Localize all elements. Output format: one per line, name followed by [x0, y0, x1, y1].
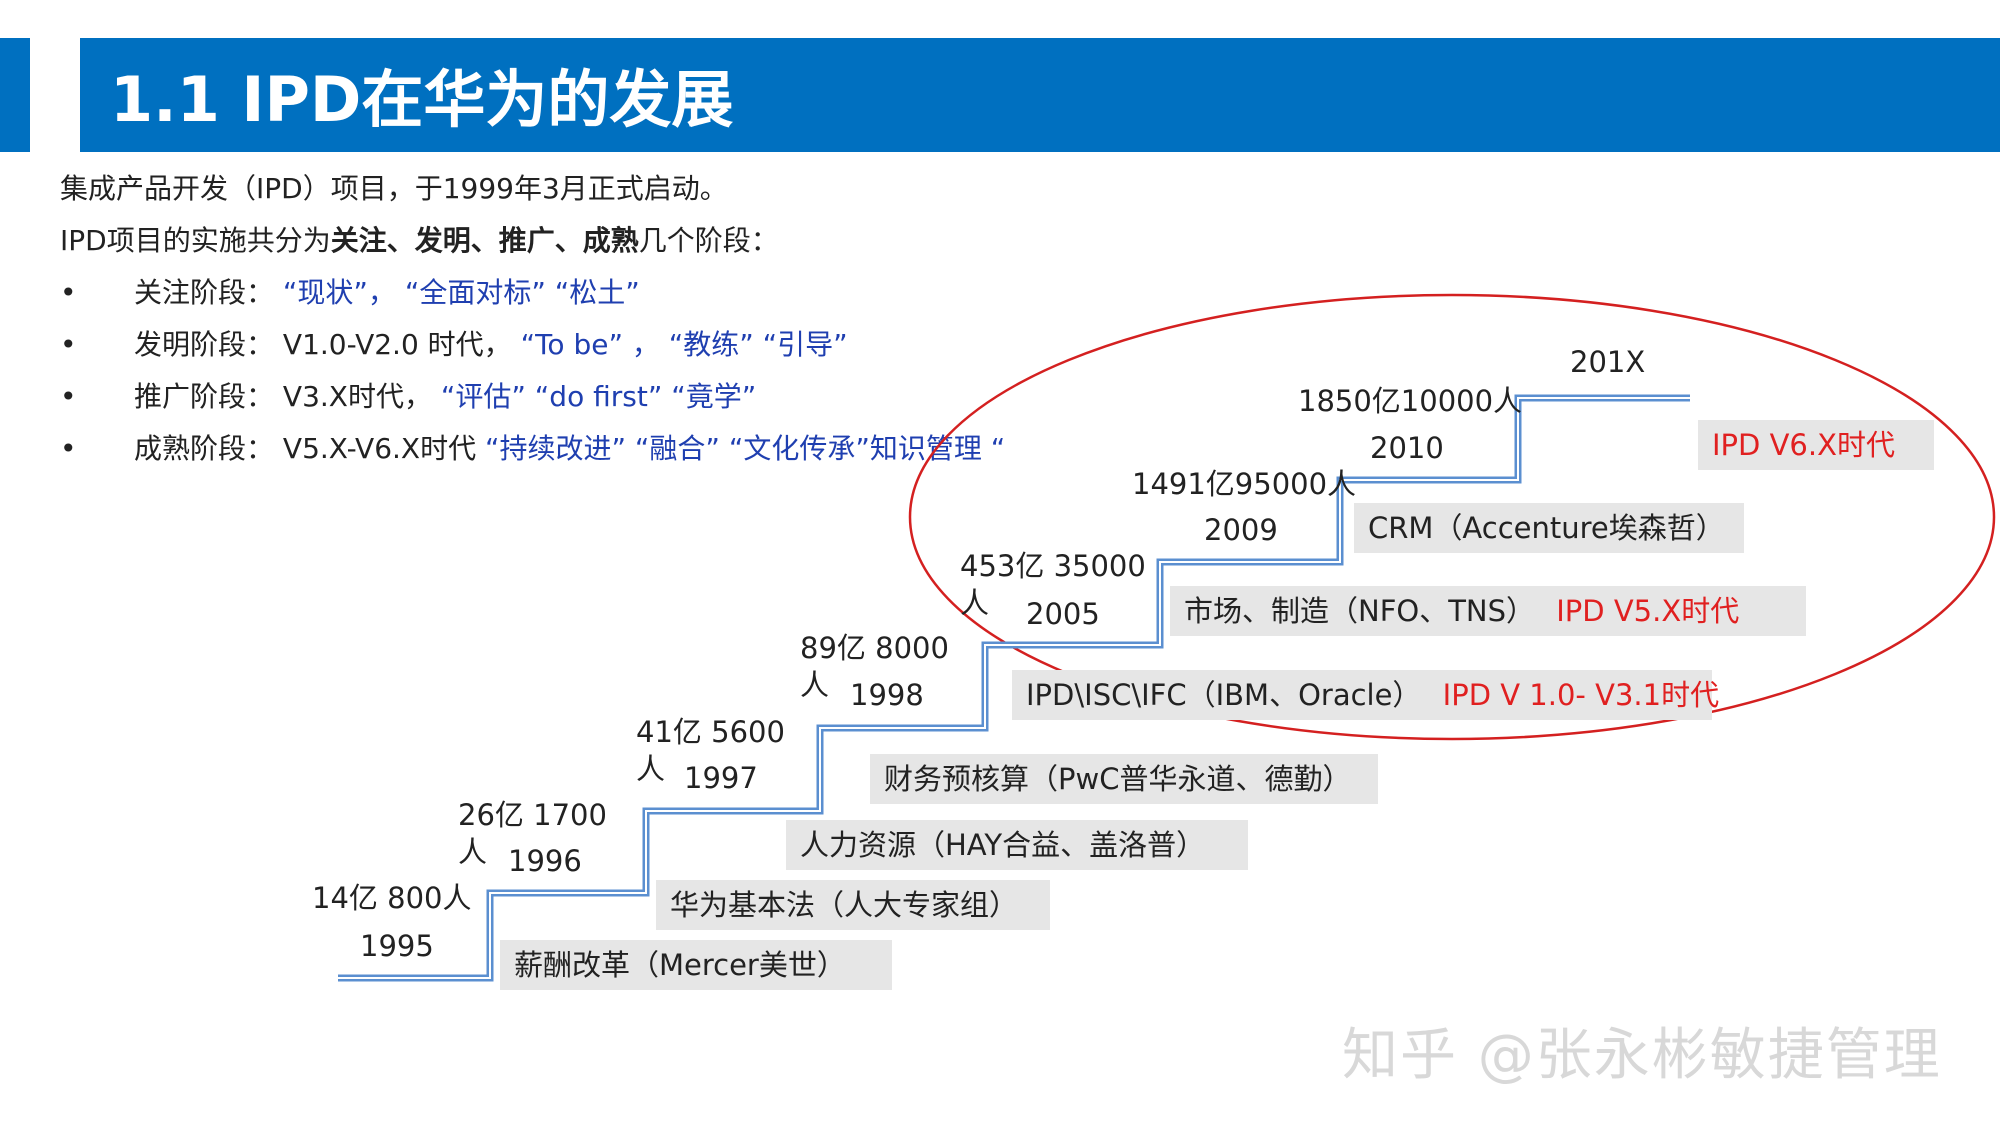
intro-bold-stages: 关注、发明、推广、成熟 [330, 224, 639, 257]
milestone-year: 1998 [850, 678, 924, 712]
milestone-stats: 1850亿10000人 [1298, 384, 1523, 418]
stage-version: V5.X-V6.X时代 [282, 432, 477, 465]
milestone-stats: 41亿 5600 [636, 715, 785, 749]
initiative-box: CRM（Accenture埃森哲） [1354, 503, 1744, 553]
initiative-text: 市场、制造（NFO、TNS） [1184, 594, 1536, 628]
milestone-stats: 14亿 800人 [312, 881, 472, 915]
milestone-stats: 89亿 8000 [800, 631, 949, 665]
stage-keywords: “To be” ， “教练” “引导” [520, 328, 848, 361]
initiative-box: 华为基本法（人大专家组） [656, 880, 1050, 930]
milestone-year: 2010 [1370, 431, 1444, 465]
watermark-text: 知乎 @张永彬敏捷管理 [1342, 1023, 1942, 1088]
milestone-person: 人 [636, 752, 666, 786]
stage-name: 关注阶段： [134, 276, 275, 309]
milestone-person: 人 [960, 586, 990, 620]
milestone-year: 1995 [360, 929, 434, 963]
initiative-text: CRM（Accenture埃森哲） [1368, 511, 1725, 545]
milestone-stats: 453亿 35000 [960, 549, 1146, 583]
initiative-text: 华为基本法（人大专家组） [670, 888, 1019, 922]
header-bar [80, 38, 2000, 152]
milestone-stats: 26亿 1700 [458, 798, 607, 832]
stage-keywords: “持续改进” “融合” “文化传承”知识管理 “ [485, 432, 1006, 465]
initiative-text: 财务预核算（PwC普华永道、德勤） [884, 762, 1352, 796]
bullet-dot: • [60, 432, 77, 465]
intro-prefix: IPD项目的实施共分为 [60, 224, 331, 257]
initiative-text: 人力资源（HAY合益、盖洛普） [800, 828, 1206, 862]
stage-name: 发明阶段： [134, 328, 275, 361]
bullet-dot: • [60, 328, 77, 361]
milestone-year: 2005 [1026, 597, 1100, 631]
milestone-year: 2009 [1204, 513, 1278, 547]
stage-version: V1.0-V2.0 时代， [282, 328, 512, 361]
header-accent-bar [0, 38, 30, 152]
stage-keywords: “评估” “do first” “竟学” [440, 380, 757, 413]
milestone-person: 人 [458, 835, 488, 869]
initiative-box: 市场、制造（NFO、TNS） IPD V5.X时代 [1170, 586, 1806, 636]
milestone-stats: 1491亿95000人 [1132, 467, 1357, 501]
milestone-person: 人 [800, 668, 830, 702]
initiative-text: IPD\ISC\IFC（IBM、Oracle） [1026, 678, 1422, 712]
era-label: IPD V6.X时代 [1712, 428, 1895, 462]
era-box: IPD V6.X时代 [1698, 420, 1934, 470]
intro-suffix: 几个阶段： [638, 224, 779, 257]
intro-line-1: 集成产品开发（IPD）项目，于1999年3月正式启动。 [60, 172, 728, 205]
milestone-year: 1996 [508, 844, 582, 878]
era-label: IPD V 1.0- V3.1时代 [1442, 678, 1720, 712]
stage-keywords: “现状”， “全面对标” “松土” [282, 276, 640, 309]
stage-name: 成熟阶段： [134, 432, 275, 465]
stage-version: V3.X时代， [282, 380, 432, 413]
bullet-dot: • [60, 276, 77, 309]
page-title: 1.1 IPD在华为的发展 [110, 63, 734, 136]
initiative-box: 人力资源（HAY合益、盖洛普） [786, 820, 1248, 870]
stage-name: 推广阶段： [134, 380, 275, 413]
initiative-box: 财务预核算（PwC普华永道、德勤） [870, 754, 1378, 804]
initiative-box: 薪酬改革（Mercer美世） [500, 940, 892, 990]
milestone-year: 201X [1570, 345, 1646, 379]
initiative-text: 薪酬改革（Mercer美世） [514, 948, 846, 982]
bullet-dot: • [60, 380, 77, 413]
era-label: IPD V5.X时代 [1556, 594, 1740, 628]
milestone-year: 1997 [684, 761, 758, 795]
initiative-box: IPD\ISC\IFC（IBM、Oracle） IPD V 1.0- V3.1时… [1012, 670, 1719, 720]
intro-line-2: IPD项目的实施共分为关注、发明、推广、成熟几个阶段： [60, 221, 779, 261]
